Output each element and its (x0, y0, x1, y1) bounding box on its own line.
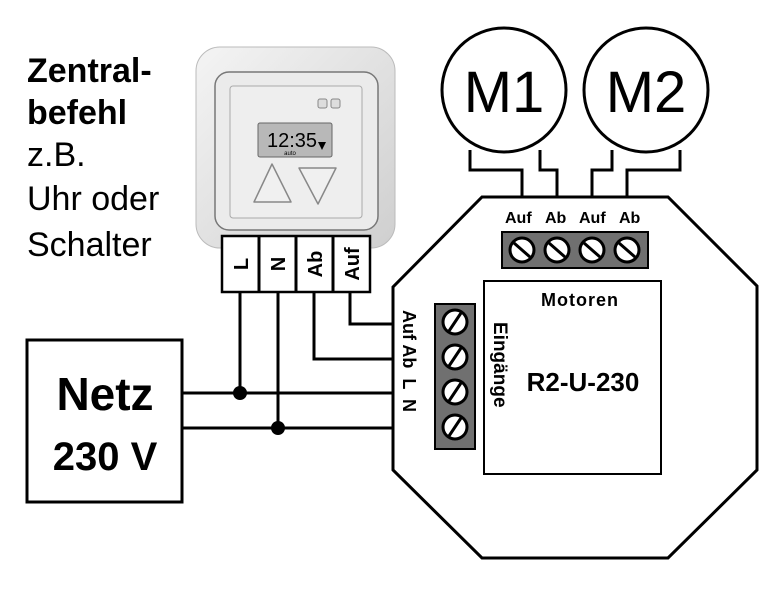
motor-label: M2 (606, 60, 687, 125)
junction-dot (233, 386, 247, 400)
terminal-label-n: N (268, 257, 290, 271)
terminal-label-auf: Auf (342, 247, 364, 281)
display-time: 12:35 (267, 130, 317, 152)
motor-terminal-label: Ab (619, 210, 641, 227)
label-line: Uhr oder (27, 180, 159, 218)
label-line: z.B. (27, 136, 86, 174)
motors-label: Motoren (541, 290, 619, 310)
down-button-icon[interactable] (298, 167, 337, 205)
junction-dot (271, 421, 285, 435)
actuator-r2-u-230: Auf Ab Auf Ab Motoren R2-U-230 Auf Ab L … (391, 195, 759, 560)
mains-label: Netz (56, 368, 153, 420)
central-command-label: Zentral- befehl z.B. Uhr oder Schalter (27, 52, 159, 264)
motor-terminal-label: Auf (579, 210, 606, 227)
mains-voltage: 230 V (53, 435, 158, 479)
module-box (483, 280, 662, 475)
terminal-label-l: L (231, 258, 253, 270)
motor-terminal-label: Ab (545, 210, 567, 227)
model-label: R2-U-230 (527, 367, 640, 397)
display-mode: auto (284, 151, 296, 157)
label-line: befehl (27, 94, 127, 132)
terminal-label-ab: Ab (305, 251, 327, 278)
down-arrow-icon (318, 142, 326, 150)
motor-m1: M1 (440, 26, 568, 154)
input-terminal-labels: Auf Ab L N (399, 310, 419, 412)
switch-terminals: L N Ab Auf (220, 234, 372, 294)
wires (182, 150, 682, 435)
label-line: Schalter (27, 226, 152, 264)
inputs-label: Eingänge (489, 322, 510, 408)
up-button-icon[interactable] (253, 163, 292, 203)
lcd-display (257, 122, 333, 158)
motor-terminal-label: Auf (505, 210, 532, 227)
small-button-icon[interactable] (330, 98, 341, 109)
timer-switch: 12:35 auto (195, 46, 396, 249)
mains-box: Netz 230 V (25, 338, 184, 504)
motor-m2: M2 (582, 26, 710, 154)
motor-label: M1 (464, 60, 545, 125)
small-button-icon[interactable] (317, 98, 328, 109)
label-line: Zentral- (27, 52, 152, 90)
